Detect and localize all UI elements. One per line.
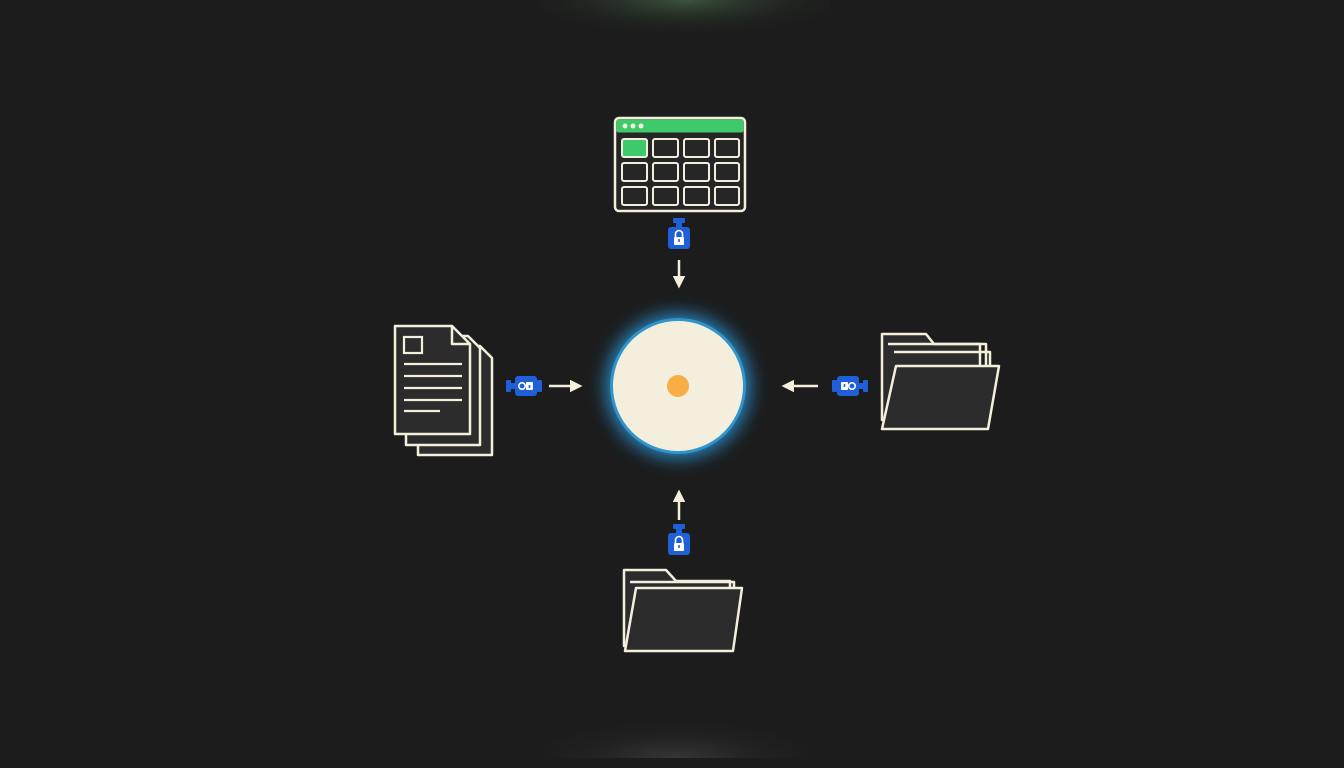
lock-connector-bottom	[667, 523, 691, 556]
document-stack-icon	[393, 324, 494, 457]
folder-icon-bottom	[622, 568, 744, 653]
central-hub-node	[606, 314, 750, 458]
folder-icon-right	[880, 332, 1001, 431]
lock-connector-top	[667, 217, 691, 250]
spreadsheet-window-icon	[613, 116, 747, 213]
lock-connector-left	[505, 375, 543, 397]
hub-center-dot	[667, 375, 689, 397]
top-ambient-glow	[540, 0, 830, 62]
lock-connector-right	[831, 375, 869, 397]
bottom-ambient-glow	[540, 688, 810, 758]
